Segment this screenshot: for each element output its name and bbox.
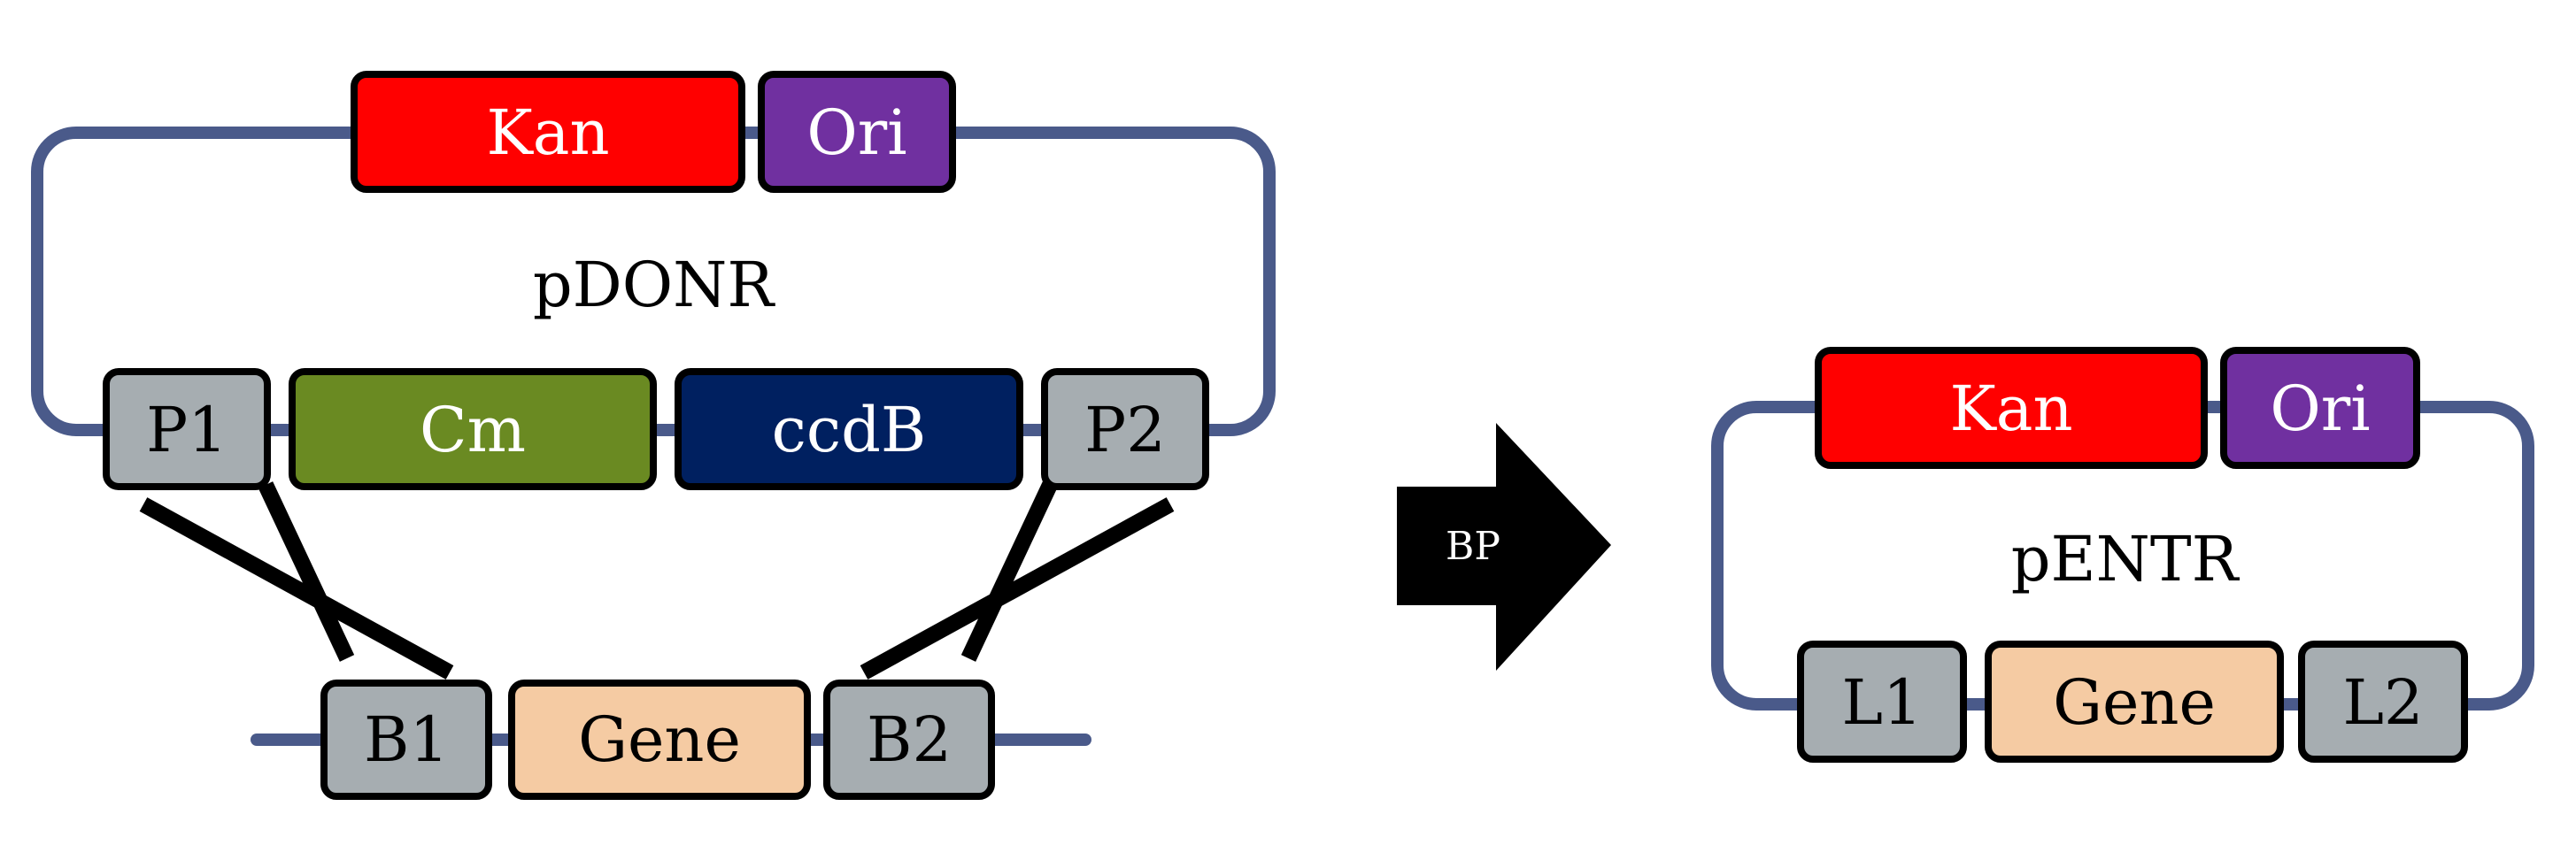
crossover-line-right-a bbox=[860, 497, 1175, 680]
pdonr-ori-label: Ori bbox=[806, 96, 906, 169]
recombination-crossovers bbox=[139, 481, 1175, 680]
pentr-gene-box: Gene bbox=[1985, 641, 2284, 763]
pdonr-kan-label: Kan bbox=[486, 96, 609, 169]
pdonr-p1-box: P1 bbox=[103, 368, 271, 490]
pdonr-ccdb-box: ccdB bbox=[675, 368, 1023, 490]
arrow-shape bbox=[1397, 423, 1611, 671]
pentr-name: pENTR bbox=[2011, 523, 2241, 595]
insert-b1-label: B1 bbox=[364, 703, 449, 776]
pentr-ori-label: Ori bbox=[2270, 373, 2370, 445]
pentr-l2-box: L2 bbox=[2298, 641, 2468, 763]
crossover-line-left-b bbox=[258, 481, 355, 662]
arrow-label: BP bbox=[1446, 524, 1500, 569]
crossover-line-left-a bbox=[139, 497, 454, 680]
bp-reaction-arrow: BP bbox=[1397, 423, 1611, 671]
pdonr-cm-box: Cm bbox=[289, 368, 657, 490]
pdonr-kan-box: Kan bbox=[351, 71, 745, 193]
pdonr-name: pDONR bbox=[533, 249, 776, 321]
insert-gene-box: Gene bbox=[508, 680, 811, 800]
pdonr-p2-label: P2 bbox=[1084, 394, 1166, 466]
pdonr-ccdb-label: ccdB bbox=[772, 394, 927, 466]
insert-gene-label: Gene bbox=[578, 703, 741, 776]
insert-b1-box: B1 bbox=[320, 680, 492, 800]
insert-b2-label: B2 bbox=[867, 703, 952, 776]
crossover-line-right-b bbox=[960, 481, 1058, 662]
pentr-ori-box: Ori bbox=[2220, 347, 2420, 469]
pdonr-p1-label: P1 bbox=[146, 394, 228, 466]
pentr-plasmid: Kan Ori pENTR L1 Gene L2 bbox=[1711, 347, 2534, 763]
gene-insert: B1 Gene B2 bbox=[251, 680, 1091, 800]
pdonr-plasmid: Kan Ori pDONR P1 Cm ccdB P2 bbox=[31, 71, 1276, 490]
pentr-kan-box: Kan bbox=[1815, 347, 2208, 469]
pentr-gene-label: Gene bbox=[2053, 666, 2216, 739]
pentr-l1-box: L1 bbox=[1797, 641, 1967, 763]
pdonr-ori-box: Ori bbox=[758, 71, 956, 193]
pdonr-cm-label: Cm bbox=[420, 394, 526, 466]
insert-b2-box: B2 bbox=[823, 680, 995, 800]
pentr-l1-label: L1 bbox=[1841, 666, 1922, 739]
pdonr-p2-box: P2 bbox=[1041, 368, 1209, 490]
pentr-l2-label: L2 bbox=[2342, 666, 2423, 739]
pentr-kan-label: Kan bbox=[1949, 373, 2072, 445]
